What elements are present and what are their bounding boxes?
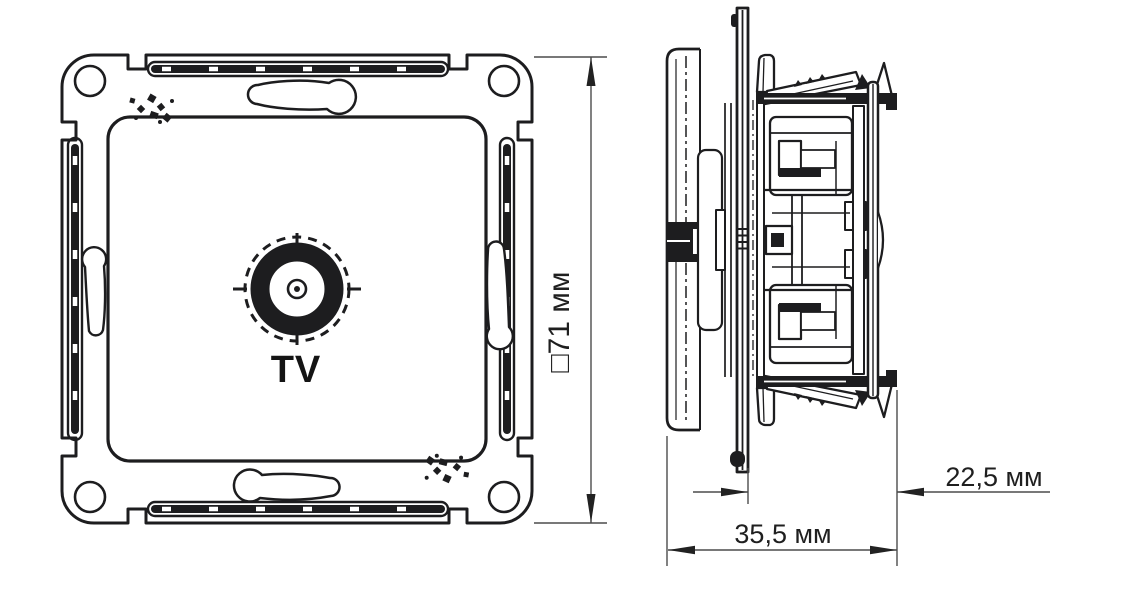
front-view: TV — [60, 53, 534, 525]
edge-slot-top — [146, 60, 450, 78]
dimension-height: □71 мм — [534, 56, 607, 524]
edge-slot-bottom — [146, 500, 450, 518]
arrowhead-right — [870, 545, 897, 555]
arrowhead-left — [897, 487, 924, 497]
dimension-depth-total: 35,5 мм — [666, 436, 897, 566]
keyhole-slot-left — [80, 246, 108, 337]
depth-total-label: 35,5 мм — [734, 519, 831, 549]
arrowhead-right — [721, 487, 748, 497]
dimension-depth-behind: 22,5 мм — [693, 390, 1050, 566]
height-dimension-label: □71 мм — [543, 271, 576, 372]
plate-step — [715, 209, 726, 271]
support-plate-section — [730, 6, 750, 474]
edge-slot-left — [66, 136, 84, 442]
keyhole-slot-top — [246, 78, 358, 116]
terminal-block — [764, 224, 794, 256]
connector-body-ring — [250, 242, 344, 336]
connector-label: TV — [271, 349, 322, 391]
depth-behind-label: 22,5 мм — [945, 462, 1042, 492]
arrowhead-up — [586, 57, 596, 86]
knurled-ring — [243, 235, 351, 343]
keyhole-slot-right — [485, 240, 514, 351]
rear-inner-wall — [852, 105, 865, 375]
arrowhead-down — [586, 494, 596, 523]
arrowhead-left — [668, 545, 695, 555]
corner-hole — [73, 480, 107, 514]
side-view — [665, 6, 899, 474]
corner-hole — [487, 480, 521, 514]
coax-connector — [233, 233, 361, 345]
keyhole-slot-bottom — [232, 468, 341, 503]
corner-hole — [73, 64, 107, 98]
rear-bump — [876, 211, 885, 269]
corner-hole — [487, 64, 521, 98]
connector-pin — [294, 286, 300, 292]
